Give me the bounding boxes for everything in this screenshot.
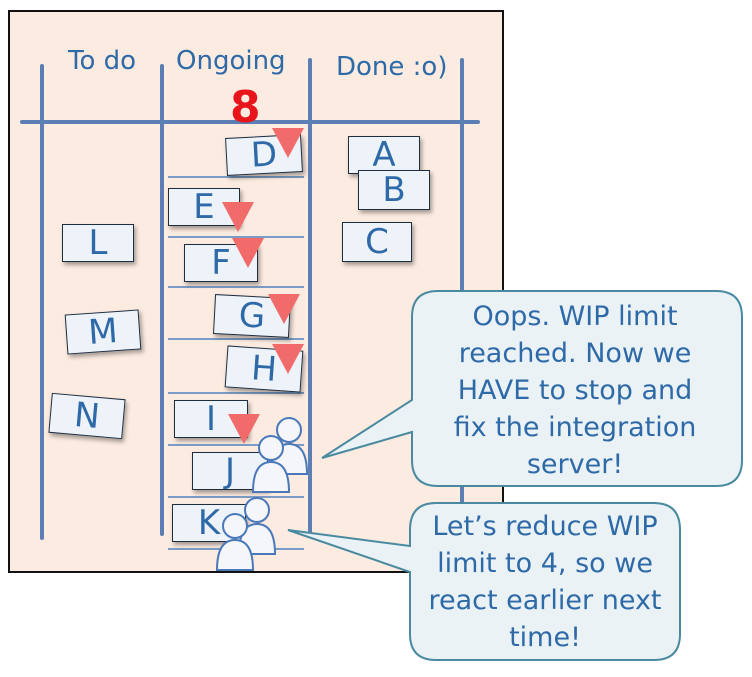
card-b[interactable]: B (358, 170, 430, 210)
ongoing-left-line (160, 64, 164, 536)
blocked-flag-icon (272, 344, 304, 374)
card-c[interactable]: C (342, 222, 412, 262)
header-divider-line (20, 120, 480, 124)
wip-limit-number: 8 (230, 82, 261, 133)
blocked-flag-icon (222, 202, 254, 232)
todo-left-line (40, 64, 44, 540)
blocked-flag-icon (268, 294, 300, 324)
slot-line (168, 338, 304, 340)
slot-line (168, 496, 304, 498)
blocked-flag-icon (232, 238, 264, 268)
slot-line (168, 176, 304, 178)
slot-line (168, 236, 304, 238)
person-icon (215, 513, 255, 571)
person-icon (251, 435, 291, 493)
callout-reduce-wip-text: Let’s reduce WIP limit to 4, so we react… (428, 511, 662, 653)
blocked-flag-icon (228, 414, 260, 444)
slot-line (168, 444, 304, 446)
column-header-todo: To do (68, 46, 137, 76)
slot-line (168, 286, 304, 288)
card-l[interactable]: L (62, 224, 134, 262)
blocked-flag-icon (272, 128, 304, 158)
slot-line (168, 392, 304, 394)
column-header-ongoing: Ongoing (176, 46, 286, 76)
callout-wip-reached-text: Oops. WIP limit reached. Now we HAVE to … (453, 301, 697, 480)
person-icon (237, 497, 277, 555)
card-f[interactable]: F (184, 244, 258, 282)
ongoing-right-line (308, 58, 312, 536)
column-header-done: Done :o) (336, 52, 448, 82)
